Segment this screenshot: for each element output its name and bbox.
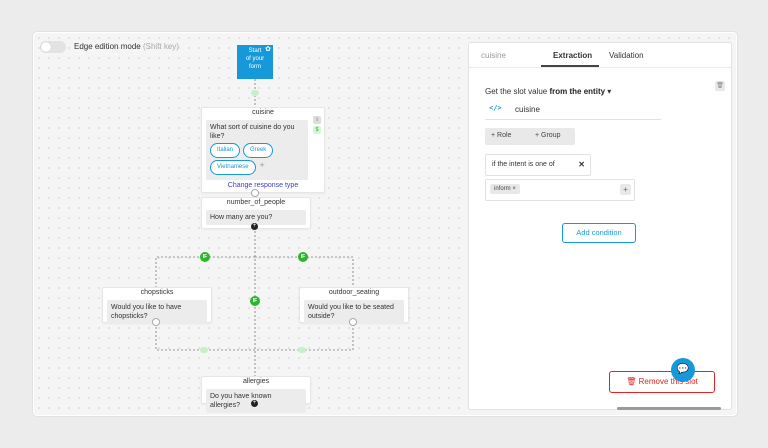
node-title: chopsticks (140, 289, 174, 296)
start-label-2: of your (245, 56, 265, 62)
edge-handle[interactable] (251, 90, 259, 96)
node-output-port[interactable] (152, 318, 160, 326)
start-label-3: form (249, 64, 261, 70)
add-condition-button[interactable]: Add condition (562, 223, 636, 243)
node-title: number_of_people (226, 199, 286, 206)
slot-type-icon[interactable]: $ (313, 126, 321, 134)
remove-slot-button[interactable]: 🗑 Remove this slot (609, 371, 715, 393)
panel-header: cuisine Extraction Validation (469, 43, 731, 68)
remove-tag-icon[interactable]: × (512, 186, 516, 192)
role-group-bar: + Role + Group (485, 128, 575, 145)
edge-connectors (155, 79, 354, 378)
remove-slot-label: Remove this slot (638, 377, 698, 386)
slot-value-label: Get the slot value from the entity ▾ (485, 87, 611, 96)
edge-edition-toggle[interactable] (40, 41, 66, 53)
node-side-badges: i $ (313, 116, 321, 136)
entity-value: cuisine (515, 105, 540, 114)
caret-down-icon[interactable]: ▾ (607, 87, 612, 96)
slot-node-chopsticks[interactable]: chopsticks Would you like to have chopst… (102, 287, 212, 324)
intent-tags-input[interactable]: inform × + (485, 179, 635, 201)
node-question-box: What sort of cuisine do you like? Italia… (206, 120, 308, 180)
entity-field[interactable]: </> cuisine (485, 101, 661, 120)
node-question: What sort of cuisine do you like? (210, 124, 295, 140)
slot-source-dropdown[interactable]: from the entity (549, 87, 606, 96)
if-condition-badge[interactable]: IF (250, 296, 260, 306)
active-tab-indicator (541, 65, 599, 67)
trash-icon: 🗑 (626, 377, 637, 386)
edge-handle[interactable] (298, 347, 306, 353)
add-role-button[interactable]: + Role (491, 132, 512, 139)
node-output-port[interactable] (251, 189, 259, 197)
node-question: How many are you? (206, 210, 306, 225)
choice-chip[interactable]: Italian (210, 143, 241, 158)
trash-icon[interactable]: 🗑 (715, 81, 725, 91)
slot-node-cuisine[interactable]: cuisine What sort of cuisine do you like… (201, 107, 325, 193)
add-group-button[interactable]: + Group (535, 132, 561, 139)
gear-icon[interactable]: ✿ (265, 46, 271, 53)
choice-chip[interactable]: Vietnamese (210, 160, 256, 175)
chat-icon[interactable]: 💬 (671, 358, 695, 382)
entity-code-icon: </> (489, 104, 502, 112)
info-icon[interactable]: i (313, 116, 321, 124)
if-condition-badge[interactable]: IF (200, 252, 210, 262)
edge-edition-text: Edge edition mode (74, 42, 141, 51)
choice-chip[interactable]: Greek (242, 143, 274, 158)
slot-value-prefix: Get the slot value (485, 87, 548, 96)
slot-settings-panel: cuisine Extraction Validation 🗑 Get the … (468, 42, 732, 410)
edge-handle[interactable] (200, 347, 208, 353)
start-node[interactable]: ✿ Start of your form (237, 45, 273, 79)
intent-condition[interactable]: if the intent is one of ✕ (485, 154, 591, 176)
node-title: allergies (242, 378, 270, 385)
if-condition-badge[interactable]: IF (298, 252, 308, 262)
add-intent-icon[interactable]: + (620, 184, 631, 195)
panel-title: cuisine (481, 51, 506, 60)
intent-tag[interactable]: inform × (490, 184, 520, 194)
tab-validation[interactable]: Validation (609, 51, 644, 60)
toggle-knob (41, 42, 51, 52)
flow-editor-canvas[interactable]: Edge edition mode (Shift key) ✿ Start of… (33, 32, 737, 416)
close-icon[interactable]: ✕ (578, 160, 585, 169)
edge-edition-label: Edge edition mode (Shift key) (74, 42, 179, 51)
node-title: cuisine (252, 109, 274, 116)
horizontal-scrollbar[interactable] (617, 407, 721, 410)
node-title: outdoor_seating (328, 289, 380, 296)
change-response-type-link[interactable]: Change response type (227, 182, 299, 189)
node-output-port[interactable] (349, 318, 357, 326)
add-node-icon[interactable]: + (251, 400, 258, 407)
intent-condition-text: if the intent is one of (492, 161, 555, 168)
start-label-1: Start (248, 48, 262, 54)
tab-extraction[interactable]: Extraction (553, 51, 593, 60)
add-node-icon[interactable]: + (251, 223, 258, 230)
intent-tag-label: inform (494, 186, 511, 192)
add-choice-icon[interactable]: + (259, 160, 265, 170)
slot-node-outdoor-seating[interactable]: outdoor_seating Would you like to be sea… (299, 287, 409, 324)
edge-edition-hint: (Shift key) (142, 42, 179, 51)
